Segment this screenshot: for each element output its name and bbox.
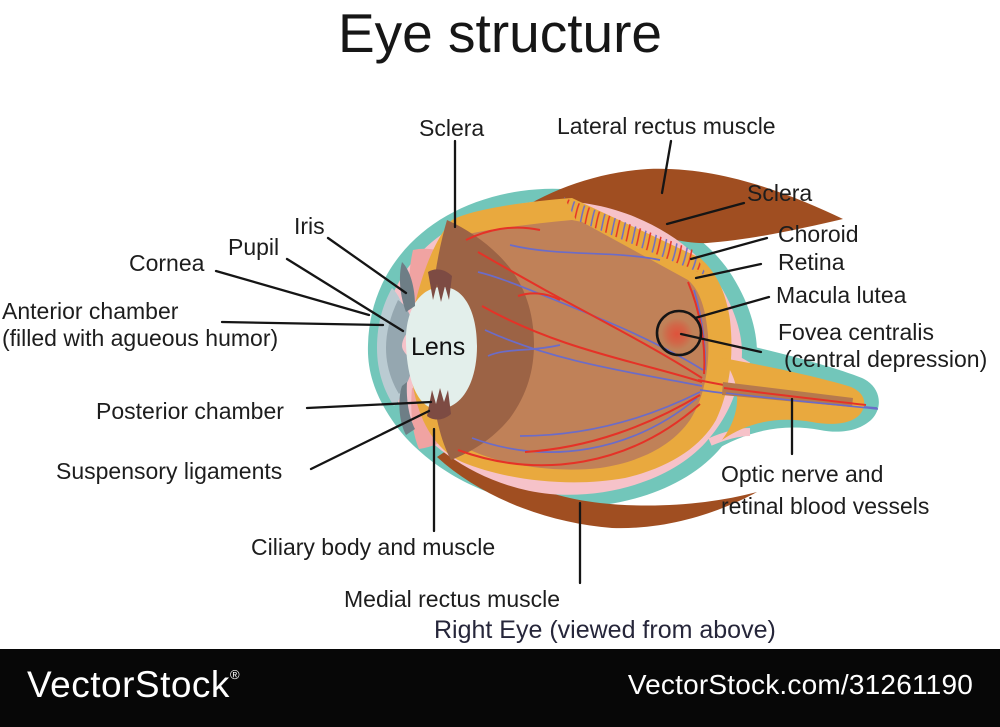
leader-lines bbox=[214, 139, 794, 585]
macula-circle bbox=[655, 309, 703, 357]
label-iris: Iris bbox=[294, 213, 325, 239]
optic-nerve-blue-vessel bbox=[725, 392, 879, 410]
watermark-code: VectorStock.com/31261190 bbox=[627, 669, 973, 700]
leader-iris bbox=[326, 236, 408, 295]
label-sclera-right: Sclera bbox=[747, 180, 813, 206]
label-optic-line1: Optic nerve and bbox=[721, 461, 884, 487]
retinal-vessels-red bbox=[457, 226, 865, 467]
label-anterior-chamber: Anterior chamber (filled with agueous hu… bbox=[2, 298, 278, 352]
leader-posterior-chamber bbox=[305, 400, 433, 410]
label-optic-nerve: Optic nerve and retinal blood vessels bbox=[721, 459, 929, 522]
iris-leaf-top bbox=[399, 262, 415, 312]
watermark-bar: VectorStock® VectorStock.com/31261190 bbox=[0, 649, 1000, 727]
suspensory-ligament-bottom bbox=[427, 388, 451, 420]
suspensory-ligament-top bbox=[428, 269, 452, 302]
lens-shape bbox=[405, 286, 477, 410]
leader-lateral-rectus bbox=[660, 139, 673, 195]
brand-text: VectorStock bbox=[27, 664, 230, 705]
label-fovea-centralis: Fovea centralis (central depression) bbox=[778, 319, 987, 373]
label-posterior-chamber: Posterior chamber bbox=[96, 398, 284, 424]
registered-mark: ® bbox=[229, 667, 241, 682]
label-lateral-rectus-muscle: Lateral rectus muscle bbox=[557, 113, 776, 139]
nerve-pink-lining-bottom bbox=[708, 428, 751, 446]
label-anterior-line1: Anterior chamber bbox=[2, 298, 179, 324]
label-pupil: Pupil bbox=[228, 234, 280, 260]
label-medial-rectus-muscle: Medial rectus muscle bbox=[344, 586, 561, 612]
leader-anterior-chamber bbox=[220, 320, 385, 327]
leader-choroid bbox=[689, 236, 769, 261]
optic-nerve-red-vessel bbox=[723, 387, 867, 406]
label-ciliary-body: Ciliary body and muscle bbox=[251, 534, 496, 560]
label-sclera-top: Sclera bbox=[419, 115, 485, 141]
label-cornea: Cornea bbox=[129, 250, 205, 276]
retinal-vessels-blue bbox=[471, 244, 878, 453]
leader-fovea bbox=[679, 332, 763, 354]
leader-pupil bbox=[285, 257, 405, 333]
label-choroid: Choroid bbox=[778, 221, 859, 247]
label-fovea-line2: (central depression) bbox=[784, 346, 988, 373]
ora-serrata-fringe bbox=[564, 197, 707, 276]
label-retina: Retina bbox=[778, 249, 845, 275]
label-lens: Lens bbox=[411, 333, 466, 361]
leader-suspensory bbox=[309, 409, 431, 471]
label-macula-lutea: Macula lutea bbox=[776, 282, 907, 308]
label-suspensory-ligaments: Suspensory ligaments bbox=[56, 458, 283, 484]
optic-nerve-stripe bbox=[722, 382, 853, 407]
iris-leaf-bottom bbox=[399, 382, 415, 435]
vectorstock-logo: VectorStock® bbox=[27, 664, 240, 706]
fovea-spot bbox=[661, 318, 693, 350]
leader-macula bbox=[693, 295, 771, 320]
diagram-title: Eye structure bbox=[337, 2, 662, 64]
label-fovea-line1: Fovea centralis bbox=[778, 319, 934, 345]
diagram-caption: Right Eye (viewed from above) bbox=[434, 616, 776, 644]
leader-cornea bbox=[214, 269, 371, 317]
medial-rectus-muscle-shape bbox=[437, 447, 757, 529]
label-anterior-line2: (filled with agueous humor) bbox=[2, 325, 279, 352]
label-optic-line2: retinal blood vessels bbox=[721, 492, 930, 519]
lateral-rectus-muscle-shape bbox=[455, 168, 843, 264]
leader-sclera-right bbox=[665, 201, 746, 226]
leader-retina bbox=[694, 262, 763, 280]
